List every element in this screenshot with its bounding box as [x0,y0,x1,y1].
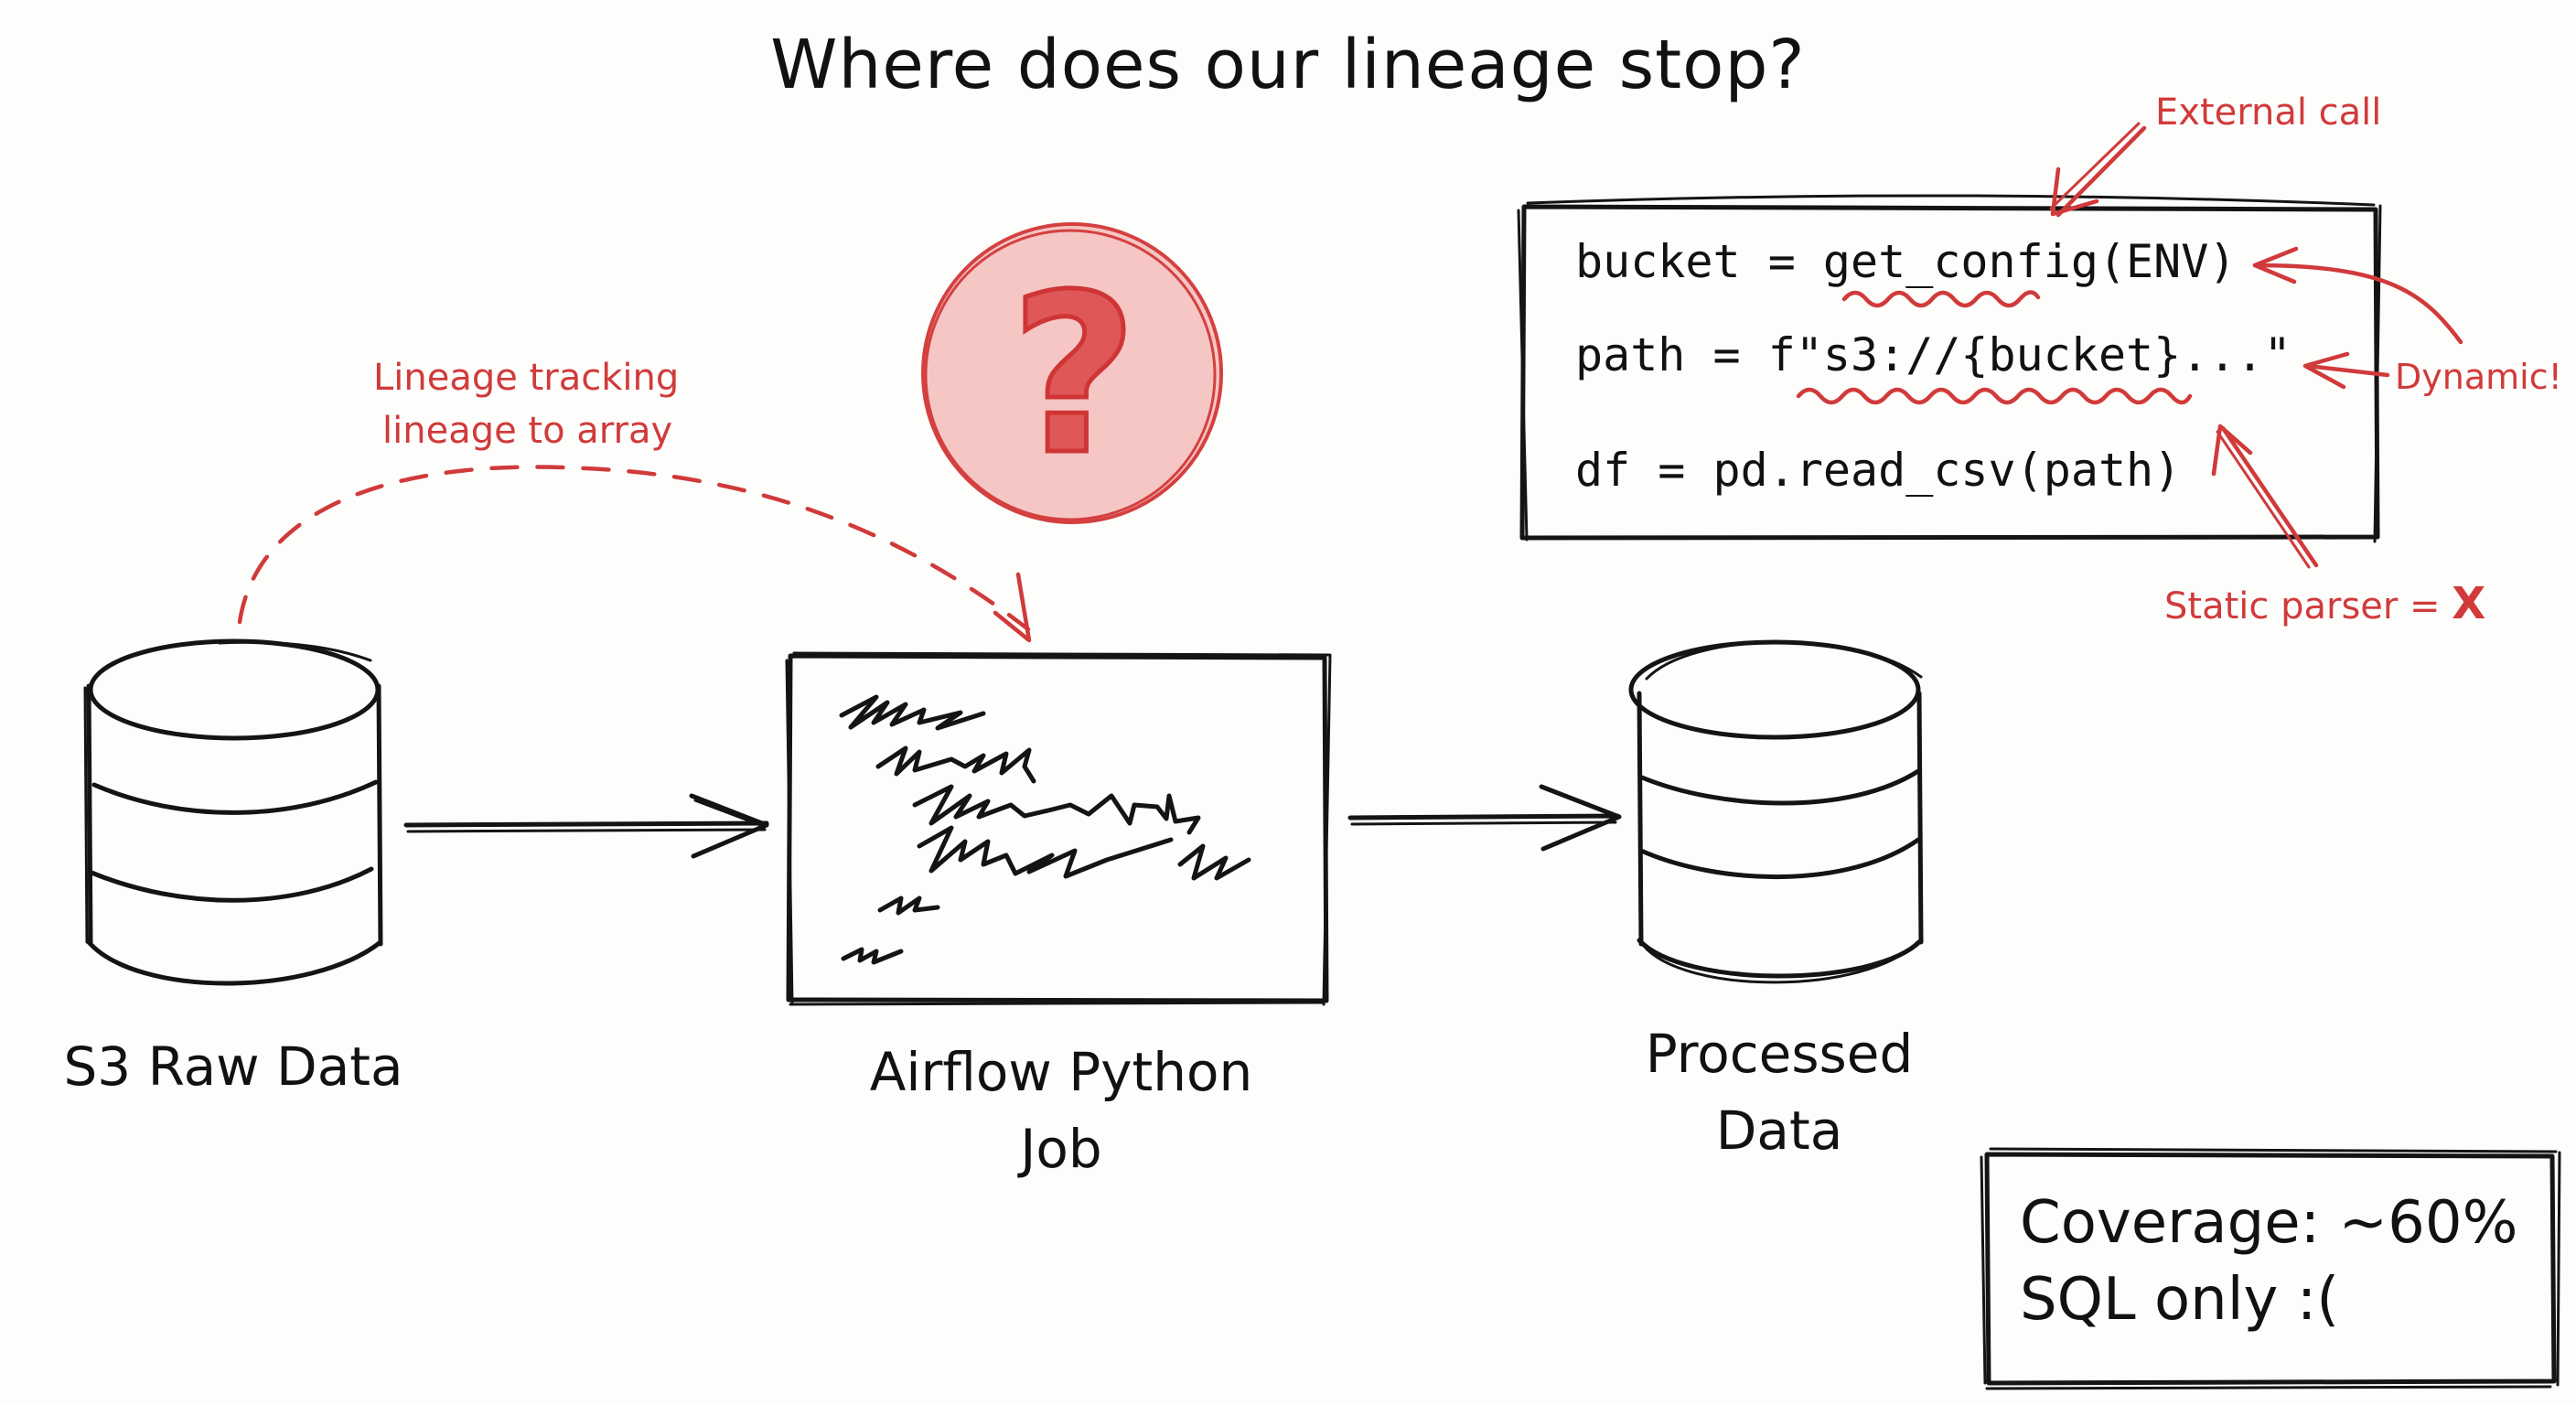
lineage-arrowhead [993,572,1032,643]
coverage-box-border [1980,1147,2561,1390]
flow-arrow-job-to-target [1347,784,1622,852]
job-node-label-line2: Job [1020,1118,1102,1180]
dynamic-callout: Dynamic! [2395,357,2562,397]
target-node-label-line2: Data [1715,1099,1843,1162]
flow-arrow-source-to-job [403,793,769,859]
static-parser-text: Static parser = [2164,585,2453,627]
code-line: df = pd.read_csv(path) [1575,444,2182,497]
coverage-line1: Coverage: ~60% [2020,1189,2518,1257]
squiggle-fstring [1796,387,2193,405]
page-title: Where does our lineage stop? [770,26,1806,104]
lineage-annotation-line2: lineage to array [382,410,673,452]
lineage-annotation: Lineage tracking lineage to array [373,351,679,457]
dynamic-arrow-to-line1 [2252,246,2463,345]
external-call-callout: External call [2155,91,2382,134]
target-node-label: Processed Data [1610,1015,1948,1169]
coverage-line2: SQL only :( [2020,1266,2340,1334]
coverage-note: Coverage: ~60% SQL only :( [1985,1147,2558,1383]
x-mark-icon: X [2452,578,2486,629]
lineage-annotation-line1: Lineage tracking [373,357,680,399]
static-parser-arrow [2211,424,2319,569]
external-call-arrow [2049,122,2147,218]
dynamic-arrow-to-line2 [2302,351,2390,390]
squiggle-get-config [1841,290,2041,308]
question-mark-icon: ? [1008,245,1140,506]
s3-database-icon [83,638,383,986]
code-scribble-icon [839,694,1251,965]
lineage-dashed-arc [237,465,1031,632]
code-line: bucket = get_config(ENV) [1575,235,2237,288]
question-badge [921,222,1223,524]
airflow-job-box [785,651,1332,1006]
processed-database-icon [1628,639,1924,984]
code-box-border [1517,194,2382,543]
job-node-label-line1: Airflow Python [869,1041,1253,1103]
static-parser-callout: Static parser = X [2164,578,2485,629]
code-snippet-box: bucket = get_config(ENV) path = f"s3://{… [1520,206,2375,540]
job-node-label: Airflow Python Job [805,1034,1317,1187]
code-line: path = f"s3://{bucket}..." [1575,328,2292,381]
source-node-label: S3 Raw Data [63,1035,403,1098]
target-node-label-line1: Processed [1645,1023,1914,1085]
